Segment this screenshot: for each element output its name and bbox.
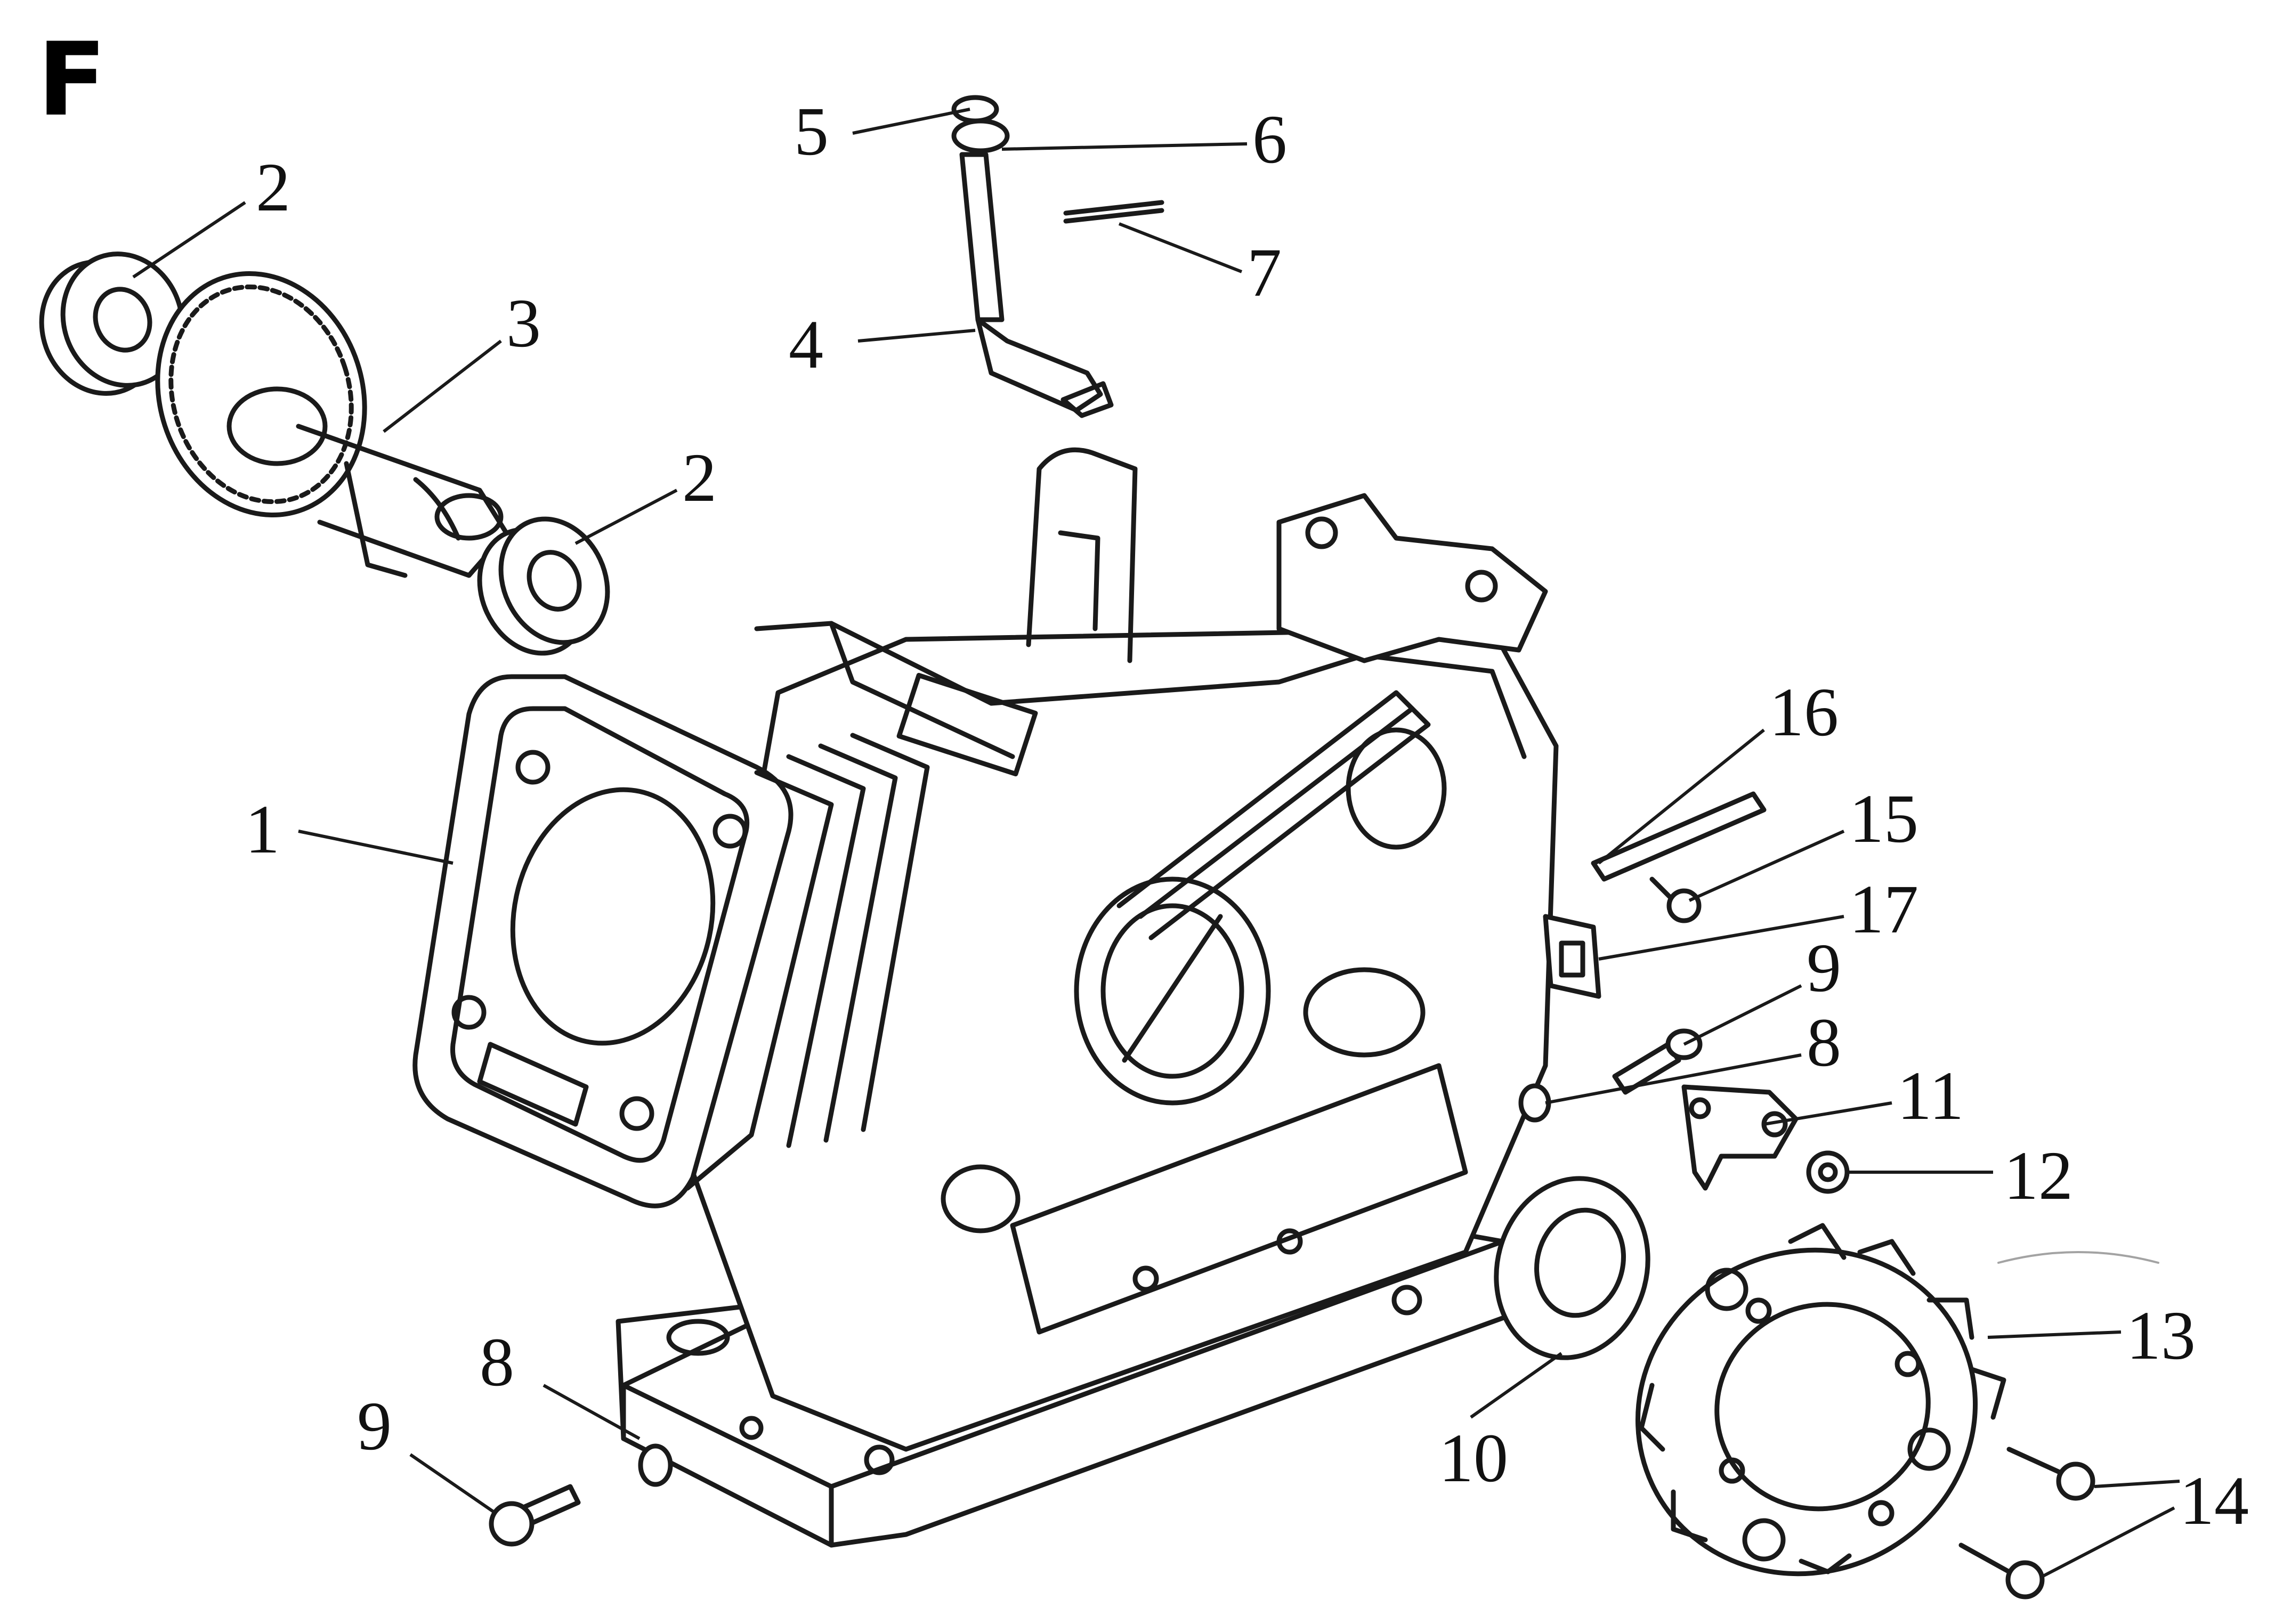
- callout-10: 10: [1439, 1420, 1508, 1497]
- clip-15-drawing: [1543, 914, 1601, 999]
- callout-8-left: 8: [480, 1324, 514, 1401]
- washer-8-right-drawing: [1518, 1083, 1551, 1123]
- callout-13: 15: [1849, 781, 1918, 857]
- rod-drawing: [1591, 791, 1767, 882]
- callout-3: 3: [506, 285, 541, 362]
- stator-drawing: [1635, 1223, 2159, 1577]
- camshaft-gear-drawing: [155, 271, 509, 578]
- callout-7: 7: [1247, 234, 1282, 311]
- callout-9-right: 9: [1807, 930, 1841, 1006]
- panel-letter: F: [37, 21, 107, 139]
- callout-17: 14: [2180, 1463, 2249, 1539]
- callout-9-left: 9: [357, 1388, 392, 1465]
- bolt-9-right-drawing: [1612, 1028, 1703, 1095]
- callout-5: 5: [794, 93, 829, 170]
- callout-15: 17: [1849, 871, 1918, 948]
- callout-1: 1: [245, 791, 280, 868]
- bolts-17-drawing: [1958, 1447, 2095, 1599]
- leader-lines: [132, 108, 2180, 1579]
- callout-12: 12: [2004, 1138, 2073, 1214]
- crankcase-drawing: [412, 447, 1559, 1548]
- washer-8-left-drawing: [638, 1443, 673, 1487]
- oil-seal-drawing: [1494, 1176, 1650, 1360]
- bolt-9-left-drawing: [489, 1484, 581, 1547]
- callout-14: 16: [1769, 674, 1839, 751]
- nut-12-drawing: [1806, 1150, 1850, 1194]
- callout-6: 6: [1252, 101, 1287, 178]
- callout-11: 11: [1897, 1058, 1964, 1134]
- callout-4: 4: [789, 306, 823, 383]
- callout-2-right: 2: [682, 440, 717, 516]
- bracket-plate-drawing: [1681, 1084, 1799, 1191]
- bearing-upper-left: [39, 251, 185, 396]
- callout-2-top: 2: [256, 149, 290, 226]
- bearing-right: [477, 516, 610, 656]
- governor-shaft-drawing: [951, 95, 1164, 418]
- callout-8-right: 8: [1807, 1004, 1841, 1081]
- callout-16: 13: [2126, 1297, 2196, 1374]
